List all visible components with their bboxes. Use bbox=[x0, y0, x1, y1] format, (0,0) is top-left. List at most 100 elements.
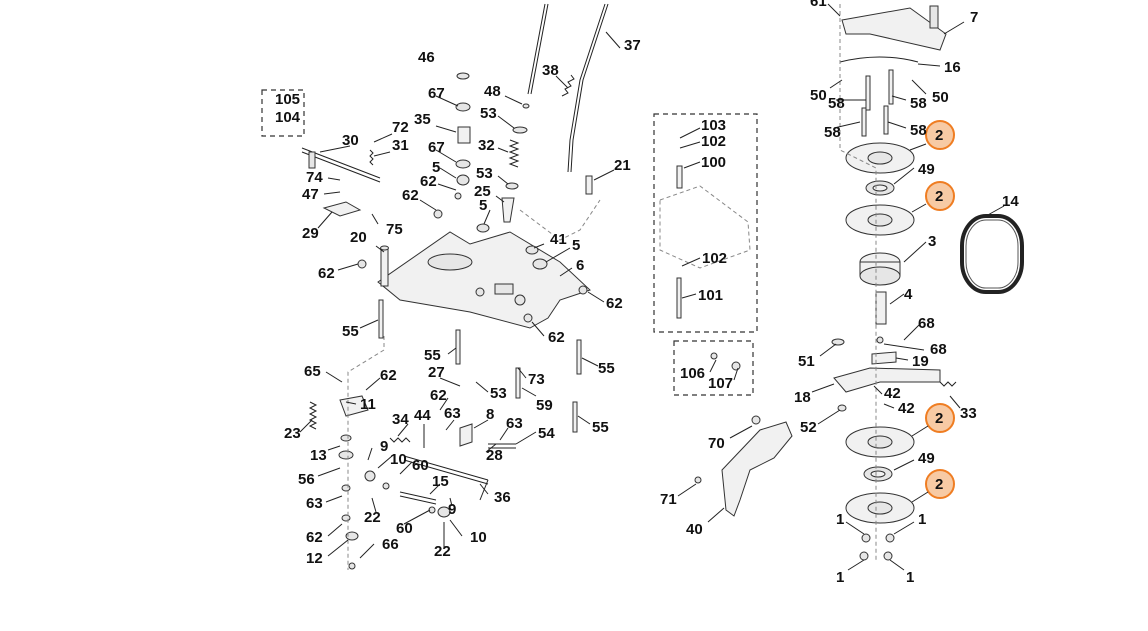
callout-2a: 2 bbox=[935, 127, 943, 144]
callout-18: 18 bbox=[794, 389, 811, 406]
callout-105: 105 bbox=[275, 91, 300, 108]
callout-34: 34 bbox=[392, 411, 409, 428]
callout-67a: 67 bbox=[428, 85, 445, 102]
callout-60b: 60 bbox=[396, 520, 413, 537]
callout-61: 61 bbox=[810, 0, 827, 10]
rod-37 bbox=[567, 3, 609, 173]
clip-16 bbox=[839, 56, 919, 63]
callout-68a: 68 bbox=[918, 315, 935, 332]
callout-55a: 55 bbox=[342, 323, 359, 340]
rod-48 bbox=[527, 3, 549, 95]
callout-106: 106 bbox=[680, 365, 705, 382]
callout-42a: 42 bbox=[884, 385, 901, 402]
washers-right bbox=[694, 336, 884, 484]
callout-16: 16 bbox=[944, 59, 961, 76]
callout-49b: 49 bbox=[918, 450, 935, 467]
callout-8: 8 bbox=[486, 406, 494, 423]
callout-55c: 55 bbox=[598, 360, 615, 377]
highlight-circle-2a[interactable] bbox=[925, 120, 955, 150]
callout-66: 66 bbox=[382, 536, 399, 553]
callout-19: 19 bbox=[912, 353, 929, 370]
callout-103: 103 bbox=[701, 117, 726, 134]
callout-58d: 58 bbox=[910, 122, 927, 139]
leader-lines bbox=[299, 3, 1005, 571]
callout-62h: 62 bbox=[306, 529, 323, 546]
callout-101: 101 bbox=[698, 287, 723, 304]
pin-15 bbox=[399, 491, 437, 505]
knob-25 bbox=[501, 197, 515, 223]
callout-104: 104 bbox=[275, 109, 301, 126]
callout-4: 4 bbox=[904, 286, 913, 303]
callout-labels: 105 104 30 72 31 74 47 62 29 75 20 62 55… bbox=[275, 0, 1019, 586]
reference-box-100-103 bbox=[653, 113, 758, 333]
callout-2d: 2 bbox=[935, 476, 943, 493]
mounting-plate bbox=[377, 231, 591, 329]
highlight-circle-2d[interactable] bbox=[925, 469, 955, 499]
shift-rod-30 bbox=[301, 147, 381, 183]
callout-44: 44 bbox=[414, 407, 431, 424]
bracket-7 bbox=[841, 5, 947, 51]
callout-107: 107 bbox=[708, 375, 733, 392]
callout-62c: 62 bbox=[420, 173, 437, 190]
nuts-1 bbox=[859, 533, 895, 561]
callout-47: 47 bbox=[302, 186, 319, 203]
callout-5a: 5 bbox=[432, 159, 440, 176]
callout-62d: 62 bbox=[606, 295, 623, 312]
callout-75: 75 bbox=[386, 221, 403, 238]
spring-23 bbox=[308, 401, 318, 430]
callout-38: 38 bbox=[542, 62, 559, 79]
callout-74: 74 bbox=[306, 169, 323, 186]
callout-53a: 53 bbox=[480, 105, 497, 122]
spring-38 bbox=[561, 74, 575, 97]
callout-15: 15 bbox=[432, 473, 449, 490]
pulley-2-third bbox=[845, 426, 915, 458]
callout-68b: 68 bbox=[930, 341, 947, 358]
callout-55d: 55 bbox=[592, 419, 609, 436]
shaft-4 bbox=[875, 291, 887, 325]
highlight-circle-2b[interactable] bbox=[925, 181, 955, 211]
callout-2c: 2 bbox=[935, 410, 943, 427]
bushing-35 bbox=[457, 126, 471, 144]
callout-62g: 62 bbox=[430, 387, 447, 404]
callout-7: 7 bbox=[970, 9, 978, 26]
callout-60a: 60 bbox=[412, 457, 429, 474]
callout-56: 56 bbox=[298, 471, 315, 488]
bracket-11 bbox=[339, 395, 369, 417]
center-line-left bbox=[347, 336, 385, 570]
callout-5c: 5 bbox=[572, 237, 580, 254]
callout-9b: 9 bbox=[448, 501, 456, 518]
callout-28: 28 bbox=[486, 447, 503, 464]
bearing-49-top bbox=[865, 180, 895, 196]
callout-70: 70 bbox=[708, 435, 725, 452]
callout-37: 37 bbox=[624, 37, 641, 54]
callout-58c: 58 bbox=[824, 124, 841, 141]
shaft-20 bbox=[380, 245, 389, 287]
callout-6: 6 bbox=[576, 257, 584, 274]
callout-13: 13 bbox=[310, 447, 327, 464]
callout-53b: 53 bbox=[476, 165, 493, 182]
nuts-62 bbox=[357, 192, 588, 323]
pulley-2-second bbox=[845, 204, 915, 236]
callout-50a: 50 bbox=[810, 87, 827, 104]
callout-1b: 1 bbox=[918, 511, 926, 528]
callout-5b: 5 bbox=[479, 197, 487, 214]
callout-50b: 50 bbox=[932, 89, 949, 106]
callout-62e: 62 bbox=[548, 329, 565, 346]
callout-40: 40 bbox=[686, 521, 703, 538]
bolt-54 bbox=[488, 443, 516, 449]
spring-31 bbox=[369, 149, 374, 166]
callout-65: 65 bbox=[304, 363, 321, 380]
callout-22b: 22 bbox=[434, 543, 451, 560]
callout-21: 21 bbox=[614, 157, 631, 174]
highlight-circle-2c[interactable] bbox=[925, 403, 955, 433]
callout-67b: 67 bbox=[428, 139, 445, 156]
bracket-8 bbox=[459, 423, 473, 447]
callout-59: 59 bbox=[536, 397, 553, 414]
callout-10a: 10 bbox=[390, 451, 407, 468]
callout-53c: 53 bbox=[490, 385, 507, 402]
spring-32 bbox=[508, 139, 520, 168]
spring-34 bbox=[389, 437, 411, 443]
belt-14 bbox=[960, 214, 1024, 294]
callout-42b: 42 bbox=[898, 400, 915, 417]
callout-41: 41 bbox=[550, 231, 567, 248]
